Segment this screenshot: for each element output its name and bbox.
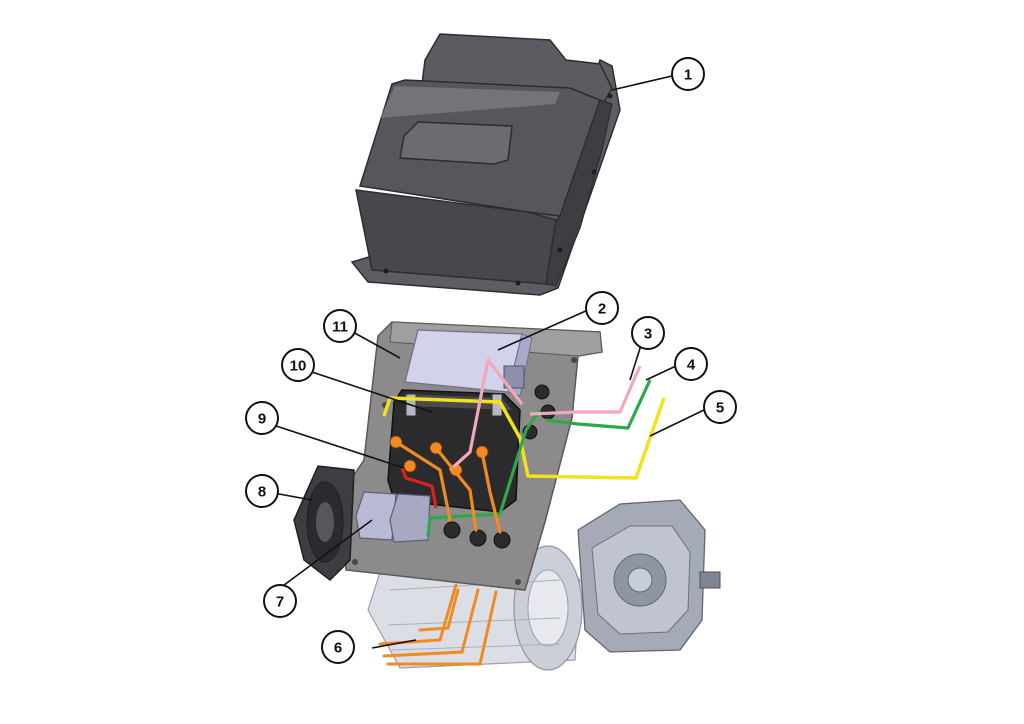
callout-11: 11 <box>323 309 357 343</box>
callout-5: 5 <box>703 390 737 424</box>
callout-11-label: 11 <box>332 319 348 336</box>
callout-6: 6 <box>321 630 355 664</box>
cooling-fan <box>293 465 355 581</box>
callout-9: 9 <box>245 401 279 435</box>
callout-4-label: 4 <box>687 357 696 374</box>
callout-7-label: 7 <box>276 594 284 611</box>
contactor-blocks <box>355 491 431 543</box>
callout-3: 3 <box>631 316 665 350</box>
callout-2-label: 2 <box>598 301 606 318</box>
leader-lines <box>263 75 705 649</box>
callout-8-label: 8 <box>258 484 266 501</box>
wire-green <box>426 379 652 537</box>
callout-3-label: 3 <box>644 326 652 343</box>
callout-6-label: 6 <box>334 640 342 657</box>
wire-red <box>400 467 438 509</box>
callout-1-label: 1 <box>684 67 692 84</box>
wire-pink <box>448 358 642 472</box>
callout-10-label: 10 <box>290 358 307 375</box>
cover-housing <box>350 33 621 296</box>
callout-9-label: 9 <box>258 411 266 428</box>
callout-1: 1 <box>671 57 705 91</box>
callout-8: 8 <box>245 474 279 508</box>
callout-7: 7 <box>263 584 297 618</box>
callout-10: 10 <box>281 348 315 382</box>
callout-5-label: 5 <box>716 400 724 417</box>
gearbox <box>577 499 721 653</box>
callout-4: 4 <box>674 347 708 381</box>
callout-2: 2 <box>585 291 619 325</box>
wire-orange <box>394 440 502 534</box>
